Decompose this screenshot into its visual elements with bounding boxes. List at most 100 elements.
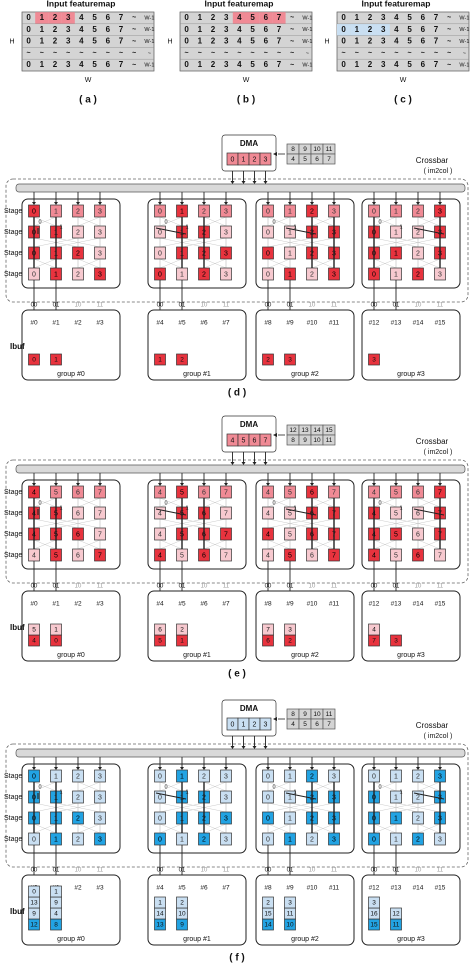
- lane-label: #7: [222, 885, 230, 892]
- switch-cell-value: 1: [394, 815, 398, 822]
- featuremap-cell: 0: [26, 60, 31, 69]
- featuremap-cell: 6: [421, 37, 426, 46]
- dma-slot: [259, 717, 272, 731]
- switch-bit: 0: [272, 784, 275, 790]
- switch-cell-value: 1: [288, 773, 292, 780]
- ibuf-cell-value: 12: [30, 922, 38, 929]
- queue-value: 13: [301, 427, 309, 434]
- im2col-label: ( im2col ): [424, 449, 453, 456]
- ibuf-cell-value: 9: [54, 900, 58, 907]
- switch-cell: [412, 527, 424, 541]
- group-label: group #0: [57, 936, 85, 943]
- axis-w-label: W: [400, 77, 407, 84]
- switch-group-box: [147, 763, 247, 854]
- featuremap-cell: ~: [224, 50, 228, 57]
- dma-value: 2: [253, 721, 257, 728]
- bit-label: 11: [437, 303, 444, 309]
- switch-cell: [94, 769, 106, 783]
- featuremap-cell: ~: [355, 50, 359, 57]
- arrow-head: [310, 483, 314, 486]
- switch-cell-value: 5: [394, 489, 398, 496]
- featuremap-cell: 3: [381, 25, 386, 34]
- group-label: group #1: [183, 936, 211, 943]
- lane-label: #14: [413, 320, 424, 327]
- switch-cell: [220, 246, 232, 260]
- switch-cell-value: 0: [158, 250, 162, 257]
- arrow-head: [98, 767, 102, 770]
- switch-group-box: [21, 479, 121, 570]
- switch-cell: [390, 506, 402, 520]
- routed-path: [413, 227, 445, 235]
- ibuf-group-box: [147, 874, 247, 946]
- lane-label: #0: [30, 601, 38, 608]
- switch-cell: [72, 485, 84, 499]
- dma-value: 3: [264, 156, 268, 163]
- bit-label: 10: [309, 303, 316, 309]
- switch-bit: 1: [59, 789, 62, 795]
- switch-cell-value: 1: [394, 836, 398, 843]
- mesh-line: [77, 539, 101, 550]
- stage-label: Stage 0: [4, 208, 28, 215]
- lane-label: #3: [96, 885, 104, 892]
- arrow-head: [230, 181, 235, 184]
- switch-cell-value: 4: [372, 552, 376, 559]
- switch-group: 45674567456745670100011011#8#9#10#116273…: [255, 473, 355, 662]
- featuremap-cell: 4: [237, 37, 242, 46]
- switch-cell-value: 6: [76, 489, 80, 496]
- ibuf-cell-value: 5: [32, 627, 36, 634]
- switch-cell: [94, 811, 106, 825]
- ibuf-cell-value: 1: [54, 357, 58, 364]
- ibuf-group-box: [147, 309, 247, 381]
- switch-cell-value: 5: [288, 489, 292, 496]
- switch-bit: 1: [185, 224, 188, 230]
- featuremap-cell: 2: [53, 25, 58, 34]
- bit-label: 10: [309, 584, 316, 590]
- bit-label: 10: [201, 303, 208, 309]
- bit-label: 11: [331, 868, 338, 874]
- featuremap-cell: 3: [224, 13, 229, 22]
- featuremap-cell: W-1: [302, 27, 312, 33]
- lane-label: #8: [264, 320, 272, 327]
- switch-cell-value: 7: [98, 552, 102, 559]
- switch-cell-value: 7: [224, 531, 228, 538]
- switch-cell: [412, 485, 424, 499]
- featuremap-cell: 1: [355, 13, 360, 22]
- arrow-head: [288, 483, 292, 486]
- ibuf-cell: [50, 885, 62, 898]
- stage-label: Stage 2: [4, 250, 28, 257]
- switch-cell-value: 6: [416, 552, 420, 559]
- highlight-cell: [337, 23, 351, 36]
- queue-value: 6: [315, 721, 319, 728]
- mesh-line: [267, 258, 291, 269]
- featuremap-cell: W-1: [144, 27, 154, 33]
- switch-group-box: [255, 198, 355, 289]
- group-label: group #0: [57, 371, 85, 378]
- switch-cell: [284, 769, 296, 783]
- switch-cell: [220, 267, 232, 281]
- arrow-head: [394, 483, 398, 486]
- switch-cell: [262, 527, 274, 541]
- featuremap-cell: 7: [434, 13, 439, 22]
- stage-label: Stage 2: [4, 815, 28, 822]
- mesh-line: [33, 258, 57, 269]
- switch-cell-value: 0: [266, 271, 270, 278]
- switch-cell-value: 3: [332, 836, 336, 843]
- stage-label: Stage 2: [4, 531, 28, 538]
- switch-cell: [412, 832, 424, 846]
- mesh-line: [33, 216, 57, 227]
- lane-label: #11: [329, 601, 340, 608]
- switch-cell-value: 1: [180, 773, 184, 780]
- mesh-line: [417, 258, 441, 269]
- switch-cell: [72, 832, 84, 846]
- switch-cell-value: 1: [288, 271, 292, 278]
- switch-cell-value: 5: [394, 552, 398, 559]
- switch-cell: [94, 246, 106, 260]
- arrow-head: [158, 767, 162, 770]
- switch-bit: 0: [38, 219, 41, 225]
- mesh-line: [159, 823, 183, 834]
- mesh-line: [373, 497, 397, 508]
- ibuf-group-box: [147, 590, 247, 662]
- switch-cell: [94, 527, 106, 541]
- featuremap-cell: 0: [184, 37, 189, 46]
- arrow-head: [438, 202, 442, 205]
